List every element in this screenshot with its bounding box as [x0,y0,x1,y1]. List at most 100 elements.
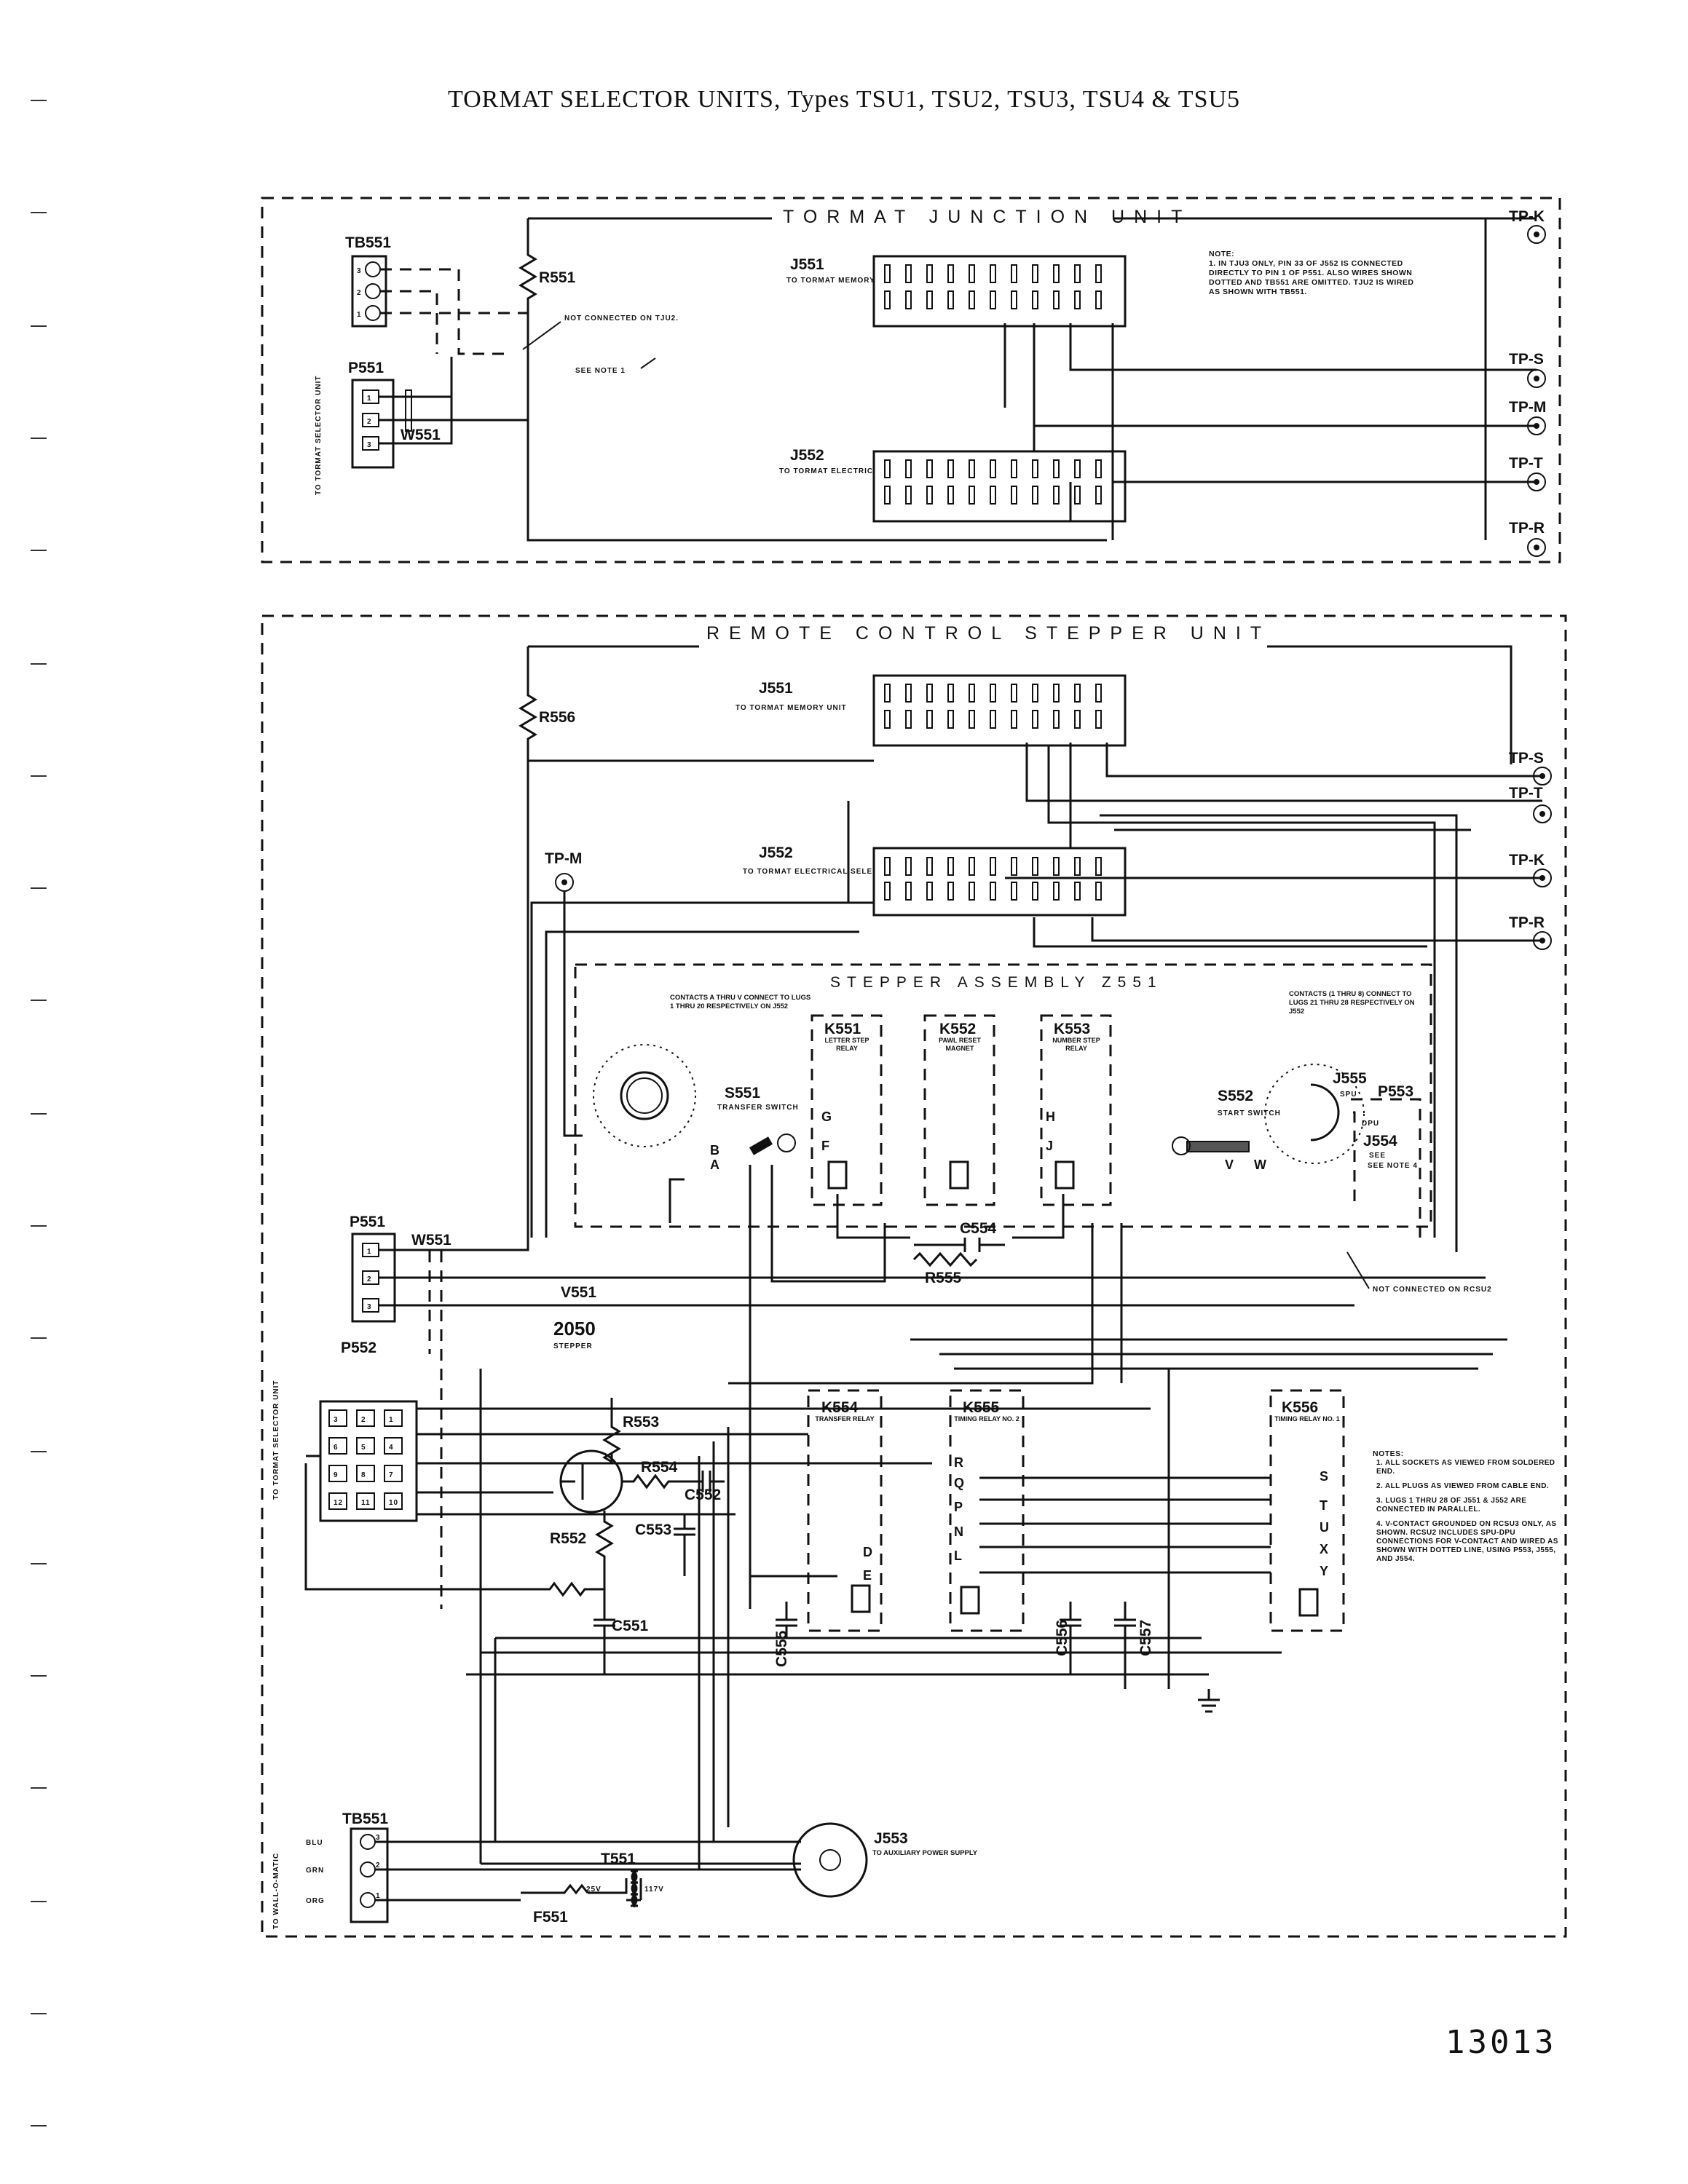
svg-text:W551: W551 [401,427,441,443]
p552-pin [328,1465,347,1482]
svg-text:F551: F551 [533,1909,568,1926]
socket-pin [926,882,933,901]
socket-pin [1032,264,1038,283]
socket-pin [1032,882,1038,901]
svg-text:DPU: DPU [1362,1120,1379,1128]
p552-pin [384,1465,403,1482]
socket-pin [1074,684,1081,703]
p552-pin-label: 5 [361,1444,366,1452]
svg-text:BLU: BLU [306,1839,323,1847]
socket-pin [1053,882,1060,901]
socket-pin [1032,486,1038,505]
svg-text:NOTES:: NOTES: [1373,1449,1404,1458]
stepper-unit-title: REMOTE CONTROL STEPPER UNIT [706,623,1271,644]
p552-pin-label: 1 [389,1416,394,1424]
svg-text:X: X [1320,1542,1328,1556]
socket-pin [1074,290,1081,309]
junction-unit-panel: TORMAT JUNCTION UNIT R551 TB551 3 2 1 P5… [261,197,1561,563]
socket-pin [1053,290,1060,309]
socket-pin [1011,684,1017,703]
p552-pin-label: 4 [389,1444,394,1452]
socket-pin [884,290,891,309]
socket-pin [947,264,954,283]
socket-pin [884,459,891,478]
svg-text:NOT CONNECTED ON TJU2.: NOT CONNECTED ON TJU2. [564,314,679,323]
socket-pin [947,857,954,876]
k556-relay: K556 TIMING RELAY NO. 1 S T U X Y [1269,1389,1345,1632]
socket-pin [926,684,933,703]
svg-text:C554: C554 [960,1220,997,1237]
svg-text:TRANSFER SWITCH: TRANSFER SWITCH [717,1104,799,1112]
svg-text:TP-M: TP-M [1509,399,1546,416]
j552-socket: J552 TO TORMAT ELECTRICAL SELECTOR [779,447,1127,523]
svg-text:25V: 25V [586,1886,602,1894]
svg-text:J555: J555 [1333,1070,1367,1087]
socket-pin [884,684,891,703]
stepper-notes: NOTES: 1. ALL SOCKETS AS VIEWED FROM SOL… [1373,1449,1558,1563]
socket-pin [969,459,975,478]
p552-pin-label: 3 [334,1416,339,1424]
socket-pin [1053,710,1060,729]
p552-pin [384,1492,403,1510]
svg-text:TO TORMAT MEMORY UNIT: TO TORMAT MEMORY UNIT [735,704,847,712]
svg-text:U: U [1320,1520,1329,1535]
svg-text:SPU: SPU [1340,1091,1357,1099]
svg-text:TP-S: TP-S [1509,351,1544,368]
socket-pin [884,882,891,901]
p552-pin [356,1465,375,1482]
socket-pin [1032,857,1038,876]
svg-text:2050: 2050 [553,1318,596,1340]
socket-pin [969,857,975,876]
svg-text:R: R [954,1455,963,1470]
p552-pin-label: 7 [389,1471,394,1479]
svg-text:K555: K555 [963,1399,1000,1416]
socket-pin [926,857,933,876]
svg-text:3: 3 [367,1303,372,1311]
junction-test-points: TP-K TP-S TP-M TP-T TP-R [1509,208,1546,557]
svg-text:L: L [954,1548,962,1563]
socket-pin [1011,882,1017,901]
p552-pin-label: 8 [361,1471,366,1479]
svg-text:S: S [1320,1469,1328,1484]
svg-text:K551: K551 [824,1021,861,1037]
socket-pin [905,857,912,876]
socket-pin [990,264,996,283]
svg-text:1: 1 [367,1248,372,1256]
socket-pin [926,290,933,309]
socket-pin [1011,459,1017,478]
socket-pin [1053,459,1060,478]
socket-pin [947,290,954,309]
svg-text:117V: 117V [644,1886,664,1894]
svg-text:P552: P552 [341,1340,376,1356]
svg-text:K554: K554 [821,1399,859,1416]
svg-text:J554: J554 [1363,1133,1397,1150]
svg-text:Y: Y [1320,1564,1328,1578]
svg-text:2: 2 [367,418,372,426]
socket-pin [1095,290,1102,309]
socket-pin [1011,290,1017,309]
socket-pin [905,459,912,478]
svg-text:E: E [863,1568,872,1583]
r551-resistor: R551 [518,218,576,351]
socket-pin [905,882,912,901]
svg-text:J551: J551 [759,680,793,697]
socket-pin [884,486,891,505]
svg-text:C552: C552 [685,1487,721,1503]
socket-pin [926,459,933,478]
socket-pin [1095,684,1102,703]
svg-text:NOTE:: NOTE: [1209,250,1234,258]
socket-pin [1032,290,1038,309]
socket-pin [990,290,996,309]
svg-text:TP-T: TP-T [1509,785,1543,802]
svg-text:NOT CONNECTED ON RCSU2: NOT CONNECTED ON RCSU2 [1373,1286,1492,1294]
p552-pin [356,1437,375,1455]
p552-pin-label: 11 [361,1499,371,1507]
svg-text:P551: P551 [350,1214,385,1230]
socket-pin [990,710,996,729]
socket-pin [1095,486,1102,505]
svg-text:START SWITCH: START SWITCH [1218,1109,1281,1117]
svg-text:D: D [863,1545,872,1559]
svg-text:N: N [954,1524,963,1539]
svg-text:2: 2 [376,1861,381,1870]
